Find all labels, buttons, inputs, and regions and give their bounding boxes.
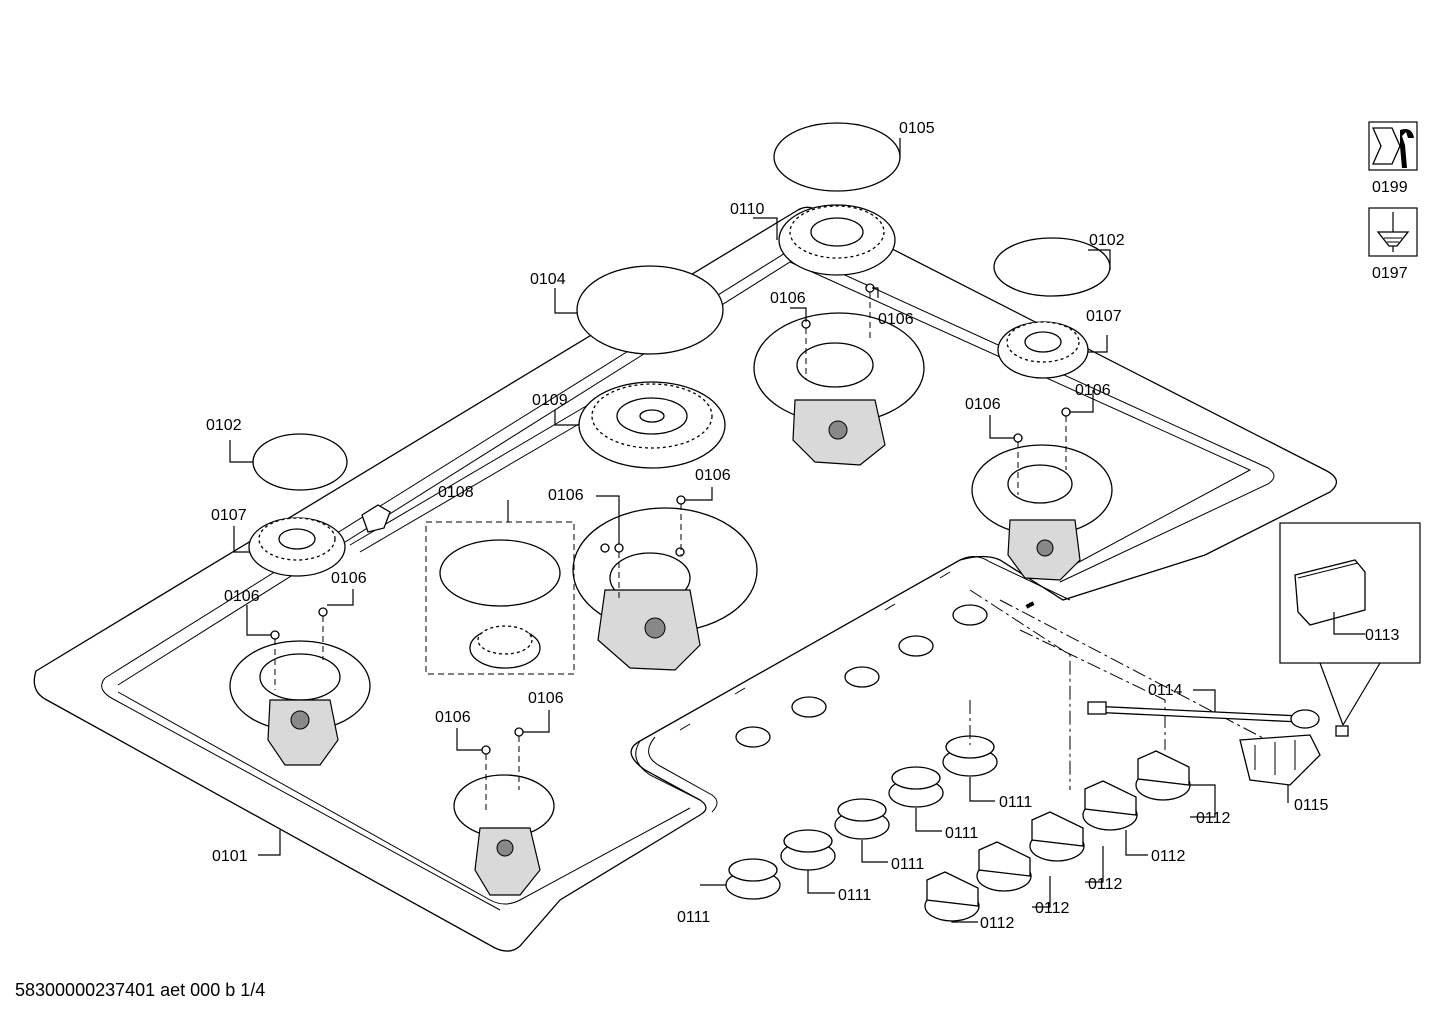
detail-box-0113: [1279, 522, 1421, 726]
burner-base-front-left: [229, 607, 371, 766]
callout-0107: 0107: [1086, 308, 1122, 325]
callout-0112: 0112: [980, 915, 1015, 932]
burner-base-wok: [572, 507, 758, 671]
callout-0111: 0111: [838, 887, 871, 904]
callout-0104: 0104: [530, 271, 566, 288]
callout-0101: 0101: [212, 848, 248, 865]
burner-cap-0104: [576, 265, 724, 355]
callout-0106: 0106: [770, 290, 806, 307]
flame-ring-0109: [578, 381, 726, 469]
burner-cap-0105: [773, 122, 901, 192]
tool-label-0199: 0199: [1372, 179, 1408, 196]
callout-0112: 0112: [1196, 810, 1231, 827]
callout-0108: 0108: [438, 484, 474, 501]
callout-0111: 0111: [677, 909, 710, 926]
ignition-rod-0114: [1087, 701, 1320, 729]
callout-0110: 0110: [730, 201, 765, 218]
callout-0106: 0106: [695, 467, 731, 484]
callout-0114: 0114: [1148, 682, 1183, 699]
callout-0102: 0102: [206, 417, 242, 434]
callout-0105: 0105: [899, 120, 935, 137]
callout-0112: 0112: [1035, 900, 1070, 917]
ignition-switch-0115: [1239, 725, 1349, 786]
callout-0106: 0106: [878, 311, 914, 328]
burner-base-right: [971, 444, 1113, 581]
callout-0112: 0112: [1151, 848, 1186, 865]
callout-0106: 0106: [1075, 382, 1111, 399]
burner-base-rear: [753, 312, 925, 466]
callout-0106: 0106: [528, 690, 564, 707]
callout-0113: 0113: [1365, 627, 1400, 644]
flame-ring-0107-left: [248, 517, 346, 577]
flame-ring-0110: [778, 204, 896, 276]
callout-labels: 0101 0102 0102 0104 0105 0106 0106 0106 …: [206, 120, 1408, 932]
burner-cap-0102-left: [252, 433, 348, 491]
optional-kit-0108: [425, 521, 575, 675]
screws-0106: [274, 283, 1071, 810]
callout-0111: 0111: [945, 825, 978, 842]
callout-0107: 0107: [211, 507, 247, 524]
callout-0106: 0106: [224, 588, 260, 605]
callout-0106: 0106: [548, 487, 584, 504]
callout-0111: 0111: [891, 856, 924, 873]
screwdriver-icon: [1368, 207, 1418, 257]
tool-icons: [1368, 121, 1418, 257]
callout-0106: 0106: [331, 570, 367, 587]
leader-lines: [229, 138, 1365, 923]
callout-0102: 0102: [1089, 232, 1125, 249]
callout-0109: 0109: [532, 392, 568, 409]
callout-0115: 0115: [1294, 797, 1329, 814]
burner-base-front-center: [453, 774, 555, 896]
document-code: 58300000237401 aet 000 b 1/4: [15, 980, 266, 1000]
callout-0111: 0111: [999, 794, 1032, 811]
callout-0106: 0106: [435, 709, 471, 726]
flame-ring-0107-right: [997, 321, 1089, 379]
assembly-lines: [969, 589, 1306, 790]
callout-0106: 0106: [965, 396, 1001, 413]
knob-sleeves-0111: [725, 735, 998, 900]
callout-0112: 0112: [1088, 876, 1123, 893]
tool-label-0197: 0197: [1372, 265, 1408, 282]
wrench-icon: [1368, 121, 1418, 171]
control-knobs-0112: [924, 750, 1191, 922]
